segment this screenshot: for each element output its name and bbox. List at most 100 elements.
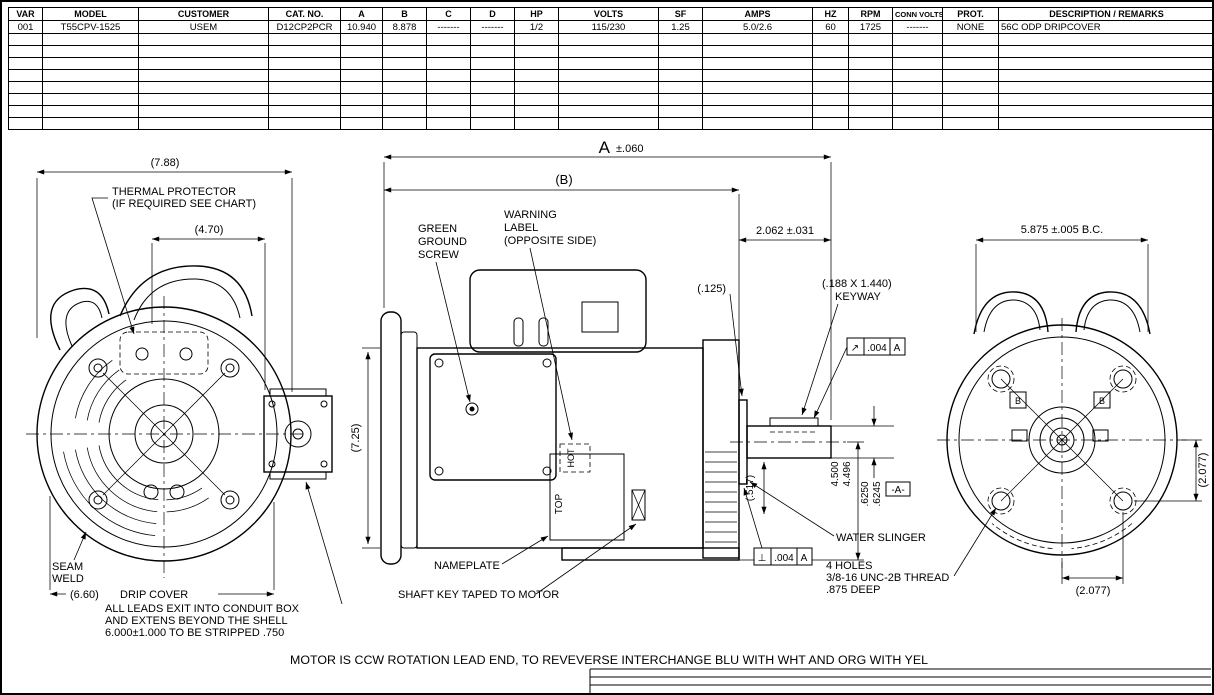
spec-table: VAR MODEL CUSTOMER CAT. NO. A B C D HP V… [8,7,1212,130]
warning-label-3: (OPPOSITE SIDE) [504,235,596,247]
rotation-note: MOTOR IS CCW ROTATION LEAD END, TO REVEV… [290,653,928,667]
runout-symbol: ↗ [851,343,859,354]
cell-amps: 5.0/2.6 [702,20,813,34]
rear-bracket [702,339,740,559]
dim-b-label: (B) [555,172,572,187]
cell-a: 10.940 [340,20,383,34]
cell-rpm: 1725 [848,20,893,34]
thermal-protector-label: THERMAL PROTECTOR [112,186,236,198]
keyway-label-2: KEYWAY [835,291,882,303]
col-header-b: B [382,7,427,21]
col-header-sf: SF [658,7,703,21]
spec-row: 001 T55CPV-1525 USEM D12CP2PCR 10.940 8.… [8,20,1212,34]
runout-value: .004 [867,343,887,354]
holes-note-3: .875 DEEP [826,584,880,596]
col-header-hp: HP [514,7,559,21]
col-header-a: A [340,7,383,21]
empty-row [8,93,1212,106]
col-header-description: DESCRIPTION / REMARKS [998,7,1212,21]
seam-weld-label-2: WELD [52,573,84,585]
empty-row [8,81,1212,94]
datum-a-flag: -A- [891,485,904,496]
col-header-amps: AMPS [702,7,813,21]
dim-725-label: (7.25) [350,424,362,453]
nameplate [549,453,625,541]
cell-customer: USEM [138,20,269,34]
perpendicularity-feature-control-frame: ⊥ .004 A [743,487,813,566]
col-header-var: VAR [8,7,43,21]
water-slinger-label: WATER SLINGER [836,532,926,544]
rear-cover-outline [946,324,1178,556]
runout-datum: A [894,343,901,354]
col-header-volts: VOLTS [558,7,659,21]
drip-cover-edge [380,311,402,565]
empty-row [8,33,1212,46]
rear-view-geometry: B B [937,291,1187,568]
perp-value: .004 [774,553,794,564]
thermal-protector-label-2: (IF REQUIRED SEE CHART) [112,198,256,210]
drip-cover-label: DRIP COVER [120,589,188,601]
taped-key [631,489,646,521]
ground-screw-label-3: SCREW [418,249,460,261]
seam-weld-label: SEAM [52,561,83,573]
side-view: A ±.060 (B) (7.25) GREEN GROUND SCREW WA… [350,138,926,601]
cell-prot: NONE [942,20,999,34]
ground-screw-label-2: GROUND [418,236,467,248]
col-header-d: D [470,7,515,21]
rev-flag-box [1093,391,1111,409]
base [561,547,740,561]
dim-bolt-circle-label: 5.875 ±.005 B.C. [1021,224,1103,236]
warning-label-outline [559,443,591,473]
shaft-key-note: SHAFT KEY TAPED TO MOTOR [398,589,559,601]
col-header-customer: CUSTOMER [138,7,269,21]
col-header-prot: PROT. [942,7,999,21]
cell-var: 001 [8,20,43,34]
hot-marking: HOT [566,448,576,468]
warning-label-2: LABEL [504,222,538,234]
cell-hp: 1/2 [514,20,559,34]
header-row: VAR MODEL CUSTOMER CAT. NO. A B C D HP V… [8,7,1212,21]
front-view-geometry [26,265,333,578]
leads-note-line2: AND EXTENS BEYOND THE SHELL [105,615,288,627]
perp-symbol: ⊥ [758,553,767,564]
col-header-model: MODEL [42,7,139,21]
dim-470-label: (4.70) [195,224,224,236]
shaft-key [769,417,819,427]
dim-660-label: (6.60) [70,589,99,601]
drip-cover-outline [36,306,292,562]
leads-note-line3: 6.000±1.000 TO BE STRIPPED .750 [105,627,284,639]
col-header-cat-no: CAT. NO. [268,7,341,21]
cell-b: 8.878 [382,20,427,34]
dim-2062-label: 2.062 ±.031 [756,225,814,237]
leads-note-line1: ALL LEADS EXIT INTO CONDUIT BOX [105,603,300,615]
dim-2077-right-label: (2.077) [1197,453,1209,488]
side-view-geometry [380,269,850,565]
ground-screw-label-1: GREEN [418,223,457,235]
rev-flag-box [1009,391,1027,409]
holes-note-1: 4 HOLES [826,560,872,572]
revision-strip [589,668,1211,693]
col-header-hz: HZ [812,7,849,21]
dim-a-label: A [599,138,611,157]
empty-row [8,57,1212,70]
cell-sf: 1.25 [658,20,703,34]
col-header-c: C [426,7,471,21]
ground-screw [465,402,479,416]
dim-2077-bottom-label: (2.077) [1076,585,1111,597]
cell-model: T55CPV-1525 [42,20,139,34]
cell-cat-no: D12CP2PCR [268,20,341,34]
col-header-conn-volts: CONN VOLTS [892,7,943,21]
rev-flag-right: B [1099,396,1105,406]
side-cover [429,353,557,481]
empty-row [8,105,1212,118]
rev-flag-left: B [1015,396,1021,406]
dim-4496-label: 4.496 [842,461,853,486]
empty-row [8,117,1212,130]
cell-c: ------- [426,20,471,34]
thermal-protector-outline [119,331,209,375]
keyway-label-1: (.188 X 1.440) [822,278,892,290]
cell-hz: 60 [812,20,849,34]
holes-note-2: 3/8-16 UNC-2B THREAD [826,572,949,584]
